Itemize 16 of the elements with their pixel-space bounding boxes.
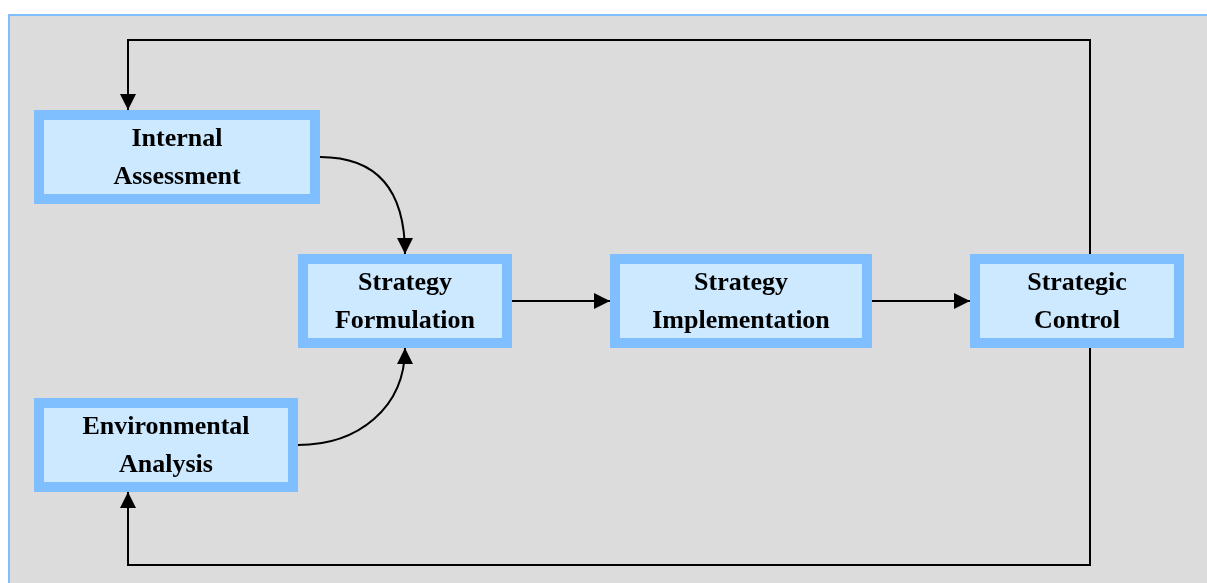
box-label: Strategy Implementation <box>652 266 830 336</box>
arrow <box>297 347 412 446</box>
arrow <box>120 39 1091 255</box>
box-label: Strategic Control <box>1027 266 1127 336</box>
process-box <box>610 254 872 348</box>
arrow <box>120 347 1091 566</box>
box-label: Strategy Formulation <box>334 266 476 336</box>
process-box <box>298 254 512 348</box>
box-label: Environmental Analysis <box>82 410 250 480</box>
arrow <box>871 293 971 309</box>
process-box <box>970 254 1184 348</box>
arrow <box>319 156 413 255</box>
box-label: Internal Assessment <box>113 122 241 192</box>
process-box <box>34 398 298 492</box>
arrow <box>511 293 611 309</box>
process-box <box>34 110 320 204</box>
